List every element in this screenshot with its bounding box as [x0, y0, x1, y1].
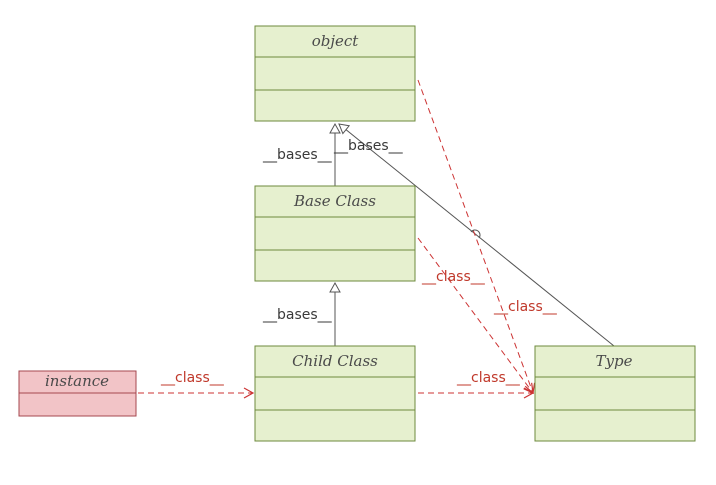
type-class-box[interactable]: Type [534, 345, 696, 442]
object-class-box[interactable]: object [254, 25, 416, 122]
child-class-box[interactable]: Child Class [254, 345, 416, 442]
label-base-to-type: __class__ [421, 269, 486, 285]
edge-base-to-type [417, 237, 534, 394]
label-base-to-object: __bases__ [262, 147, 333, 163]
instance-title: instance [45, 372, 109, 390]
edge-type-to-object [338, 123, 615, 347]
instance-box[interactable]: instance [18, 370, 137, 417]
label-child-to-base: __bases__ [262, 307, 333, 323]
type-class-title: Type [596, 352, 633, 370]
object-class-title: object [312, 32, 360, 50]
edge-object-to-type [417, 79, 536, 395]
label-object-to-type: __class__ [493, 299, 558, 315]
label-instance-to-child: __class__ [160, 370, 225, 386]
line-crossing-hop [470, 229, 481, 239]
base-class-box[interactable]: Base Class [254, 185, 416, 282]
base-class-title: Base Class [293, 192, 376, 210]
child-class-title: Child Class [292, 352, 378, 370]
label-child-to-type: __class__ [456, 370, 521, 386]
label-type-to-object: __bases__ [333, 138, 404, 154]
